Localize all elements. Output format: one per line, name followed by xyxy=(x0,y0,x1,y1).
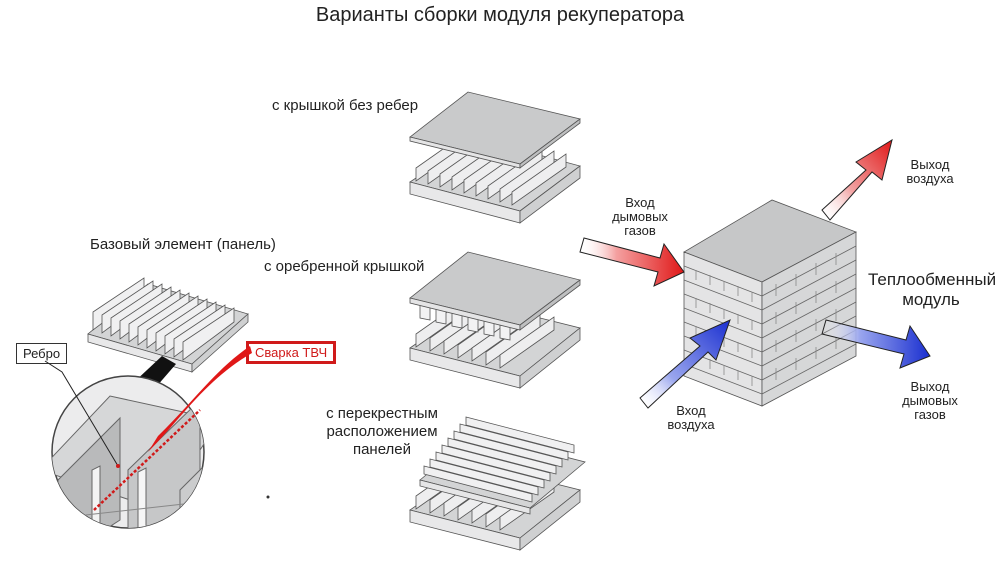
flue-in-line1: Вход xyxy=(625,195,655,210)
variant-ribbed-lid-figure xyxy=(409,251,581,389)
module-line1: Теплообменный xyxy=(868,270,997,289)
flue-out-line2: дымовых xyxy=(902,393,958,408)
air-inlet-arrow xyxy=(639,319,731,409)
weld-pointer xyxy=(148,346,252,452)
flue-gas-inlet-arrow xyxy=(579,237,685,287)
flue-out-line3: газов xyxy=(914,407,946,422)
variant-cross-line3: панелей xyxy=(352,441,412,458)
variant-cross-figure xyxy=(409,416,586,551)
rib-leader-dot xyxy=(116,464,120,468)
diagram-title: Варианты сборки модуля рекуператора xyxy=(315,4,685,26)
air-in-line1: Вход xyxy=(676,403,706,418)
flue-gas-outlet-label: Выход дымовых газов xyxy=(893,380,967,422)
weld-seam xyxy=(93,409,201,511)
variant-cross-line1: с перекрестным xyxy=(326,405,438,422)
base-element-label: Базовый элемент (панель) xyxy=(90,236,276,253)
flue-gas-outlet-arrow xyxy=(821,319,931,369)
zoom-circle xyxy=(51,375,205,529)
flue-in-line2: дымовых xyxy=(612,209,668,224)
base-panel xyxy=(87,277,249,373)
rib-leader xyxy=(44,360,119,467)
heat-exchange-cube xyxy=(683,199,857,407)
flue-out-line1: Выход xyxy=(910,379,950,394)
rib-callout: Ребро xyxy=(16,343,68,364)
air-in-line2: воздуха xyxy=(667,417,715,432)
variant-ribbed-lid-label: с оребренной крышкой xyxy=(264,258,425,275)
air-out-line1: Выход xyxy=(910,157,950,172)
air-outlet-arrow xyxy=(821,138,893,221)
variant-lid-no-ribs-label: с крышкой без ребер xyxy=(272,97,419,114)
variant-lid-no-ribs-figure xyxy=(409,91,581,224)
air-inlet-label: Вход воздуха xyxy=(654,404,728,432)
air-outlet-label: Выход воздуха xyxy=(897,158,963,186)
air-out-line2: воздуха xyxy=(906,171,954,186)
welding-callout: Сварка ТВЧ xyxy=(246,341,337,364)
variant-cross-line2: расположением xyxy=(326,423,438,440)
heat-exchange-module-label: Теплообменный модуль xyxy=(868,270,997,310)
flue-in-line3: газов xyxy=(624,223,656,238)
variant-cross-label: с перекрестным расположением панелей xyxy=(322,405,442,459)
module-line2: модуль xyxy=(902,290,960,309)
stray-dot xyxy=(266,495,270,499)
flue-gas-inlet-label: Вход дымовых газов xyxy=(603,196,677,238)
